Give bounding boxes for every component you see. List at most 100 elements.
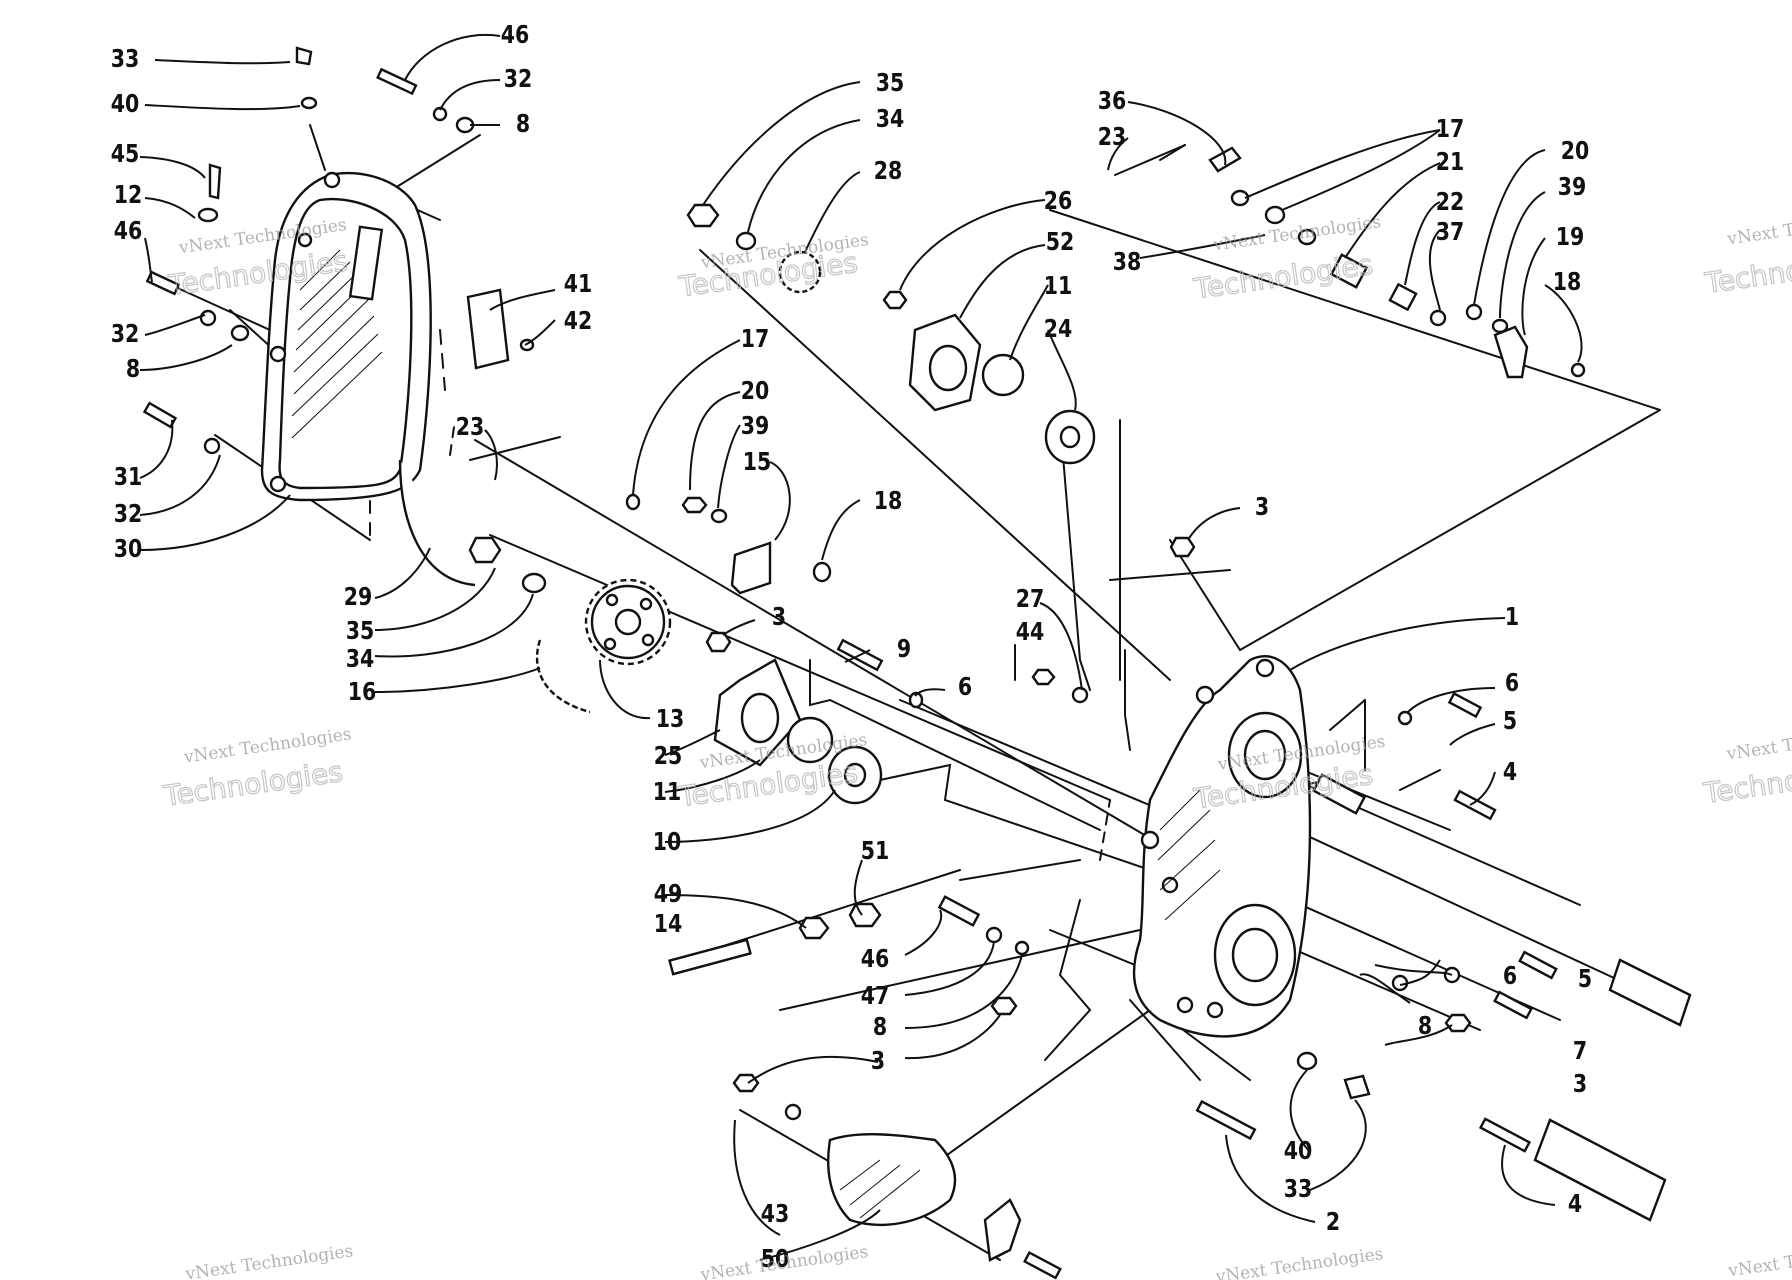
bolts-bottom [668, 638, 1558, 1153]
watermark-text: vNext Technologies [183, 1241, 354, 1280]
callout-8: 8 [126, 355, 140, 383]
callout-35: 35 [876, 69, 905, 97]
watermark-text: vNext Technologies [1214, 1244, 1385, 1280]
chain-29 [398, 459, 476, 587]
parts [142, 46, 1692, 1280]
top-right-parts [1208, 146, 1586, 379]
callout-32: 32 [504, 65, 533, 93]
watermark-text: Technologies [1191, 248, 1375, 306]
sprocket-13 [584, 578, 672, 666]
washers-nuts [468, 203, 1413, 726]
callout-19: 19 [1556, 223, 1585, 251]
chaincase-cover [260, 171, 432, 502]
callout-22: 22 [1436, 188, 1465, 216]
watermark-text: vNext Technologies [1726, 1238, 1792, 1280]
callout-4: 4 [1503, 758, 1517, 786]
callout-8: 8 [516, 110, 530, 138]
callout-39: 39 [1558, 173, 1587, 201]
small-hardware-left [142, 46, 535, 455]
callout-11: 11 [1044, 272, 1073, 300]
callout-20: 20 [741, 377, 770, 405]
callout-52: 52 [1046, 228, 1075, 256]
callout-46: 46 [861, 945, 890, 973]
callout-21: 21 [1436, 148, 1465, 176]
callout-7: 7 [1573, 1037, 1587, 1065]
callout-43: 43 [761, 1200, 790, 1228]
callout-1: 1 [1505, 603, 1519, 631]
callout-8: 8 [873, 1013, 887, 1041]
callout-26: 26 [1044, 187, 1073, 215]
callout-40: 40 [1284, 1137, 1313, 1165]
callout-47: 47 [861, 982, 890, 1010]
bracket-15 [730, 541, 772, 595]
callout-numbers: 33 40 45 12 46 32 8 31 32 30 29 35 34 16… [111, 21, 1592, 1273]
callout-16: 16 [348, 678, 377, 706]
callout-12: 12 [114, 181, 143, 209]
callout-37: 37 [1436, 218, 1465, 246]
callout-33: 33 [1284, 1175, 1313, 1203]
callout-40: 40 [111, 90, 140, 118]
callout-34: 34 [346, 645, 375, 673]
callout-17: 17 [741, 325, 770, 353]
callout-3: 3 [871, 1047, 885, 1075]
callout-44: 44 [1016, 618, 1045, 646]
callout-45: 45 [111, 140, 140, 168]
callout-2: 2 [1326, 1208, 1340, 1236]
callout-4: 4 [1568, 1190, 1582, 1218]
chain-16 [535, 639, 591, 714]
callout-38: 38 [1113, 248, 1142, 276]
callout-9: 9 [897, 635, 911, 663]
callout-41: 41 [564, 270, 593, 298]
leader-lines [139, 33, 1583, 1261]
callout-23: 23 [456, 413, 485, 441]
callout-18: 18 [874, 487, 903, 515]
callout-14: 14 [654, 910, 683, 938]
callout-32: 32 [114, 500, 143, 528]
callout-46: 46 [501, 21, 530, 49]
access-plate [466, 288, 510, 370]
callout-17: 17 [1436, 115, 1465, 143]
callout-32: 32 [111, 320, 140, 348]
callout-27: 27 [1016, 585, 1045, 613]
watermark-text: vNext Technologies [1725, 206, 1792, 249]
callout-5: 5 [1578, 965, 1592, 993]
callout-34: 34 [876, 105, 905, 133]
bottom-bracket [732, 1073, 1062, 1280]
callout-5: 5 [1503, 707, 1517, 735]
callout-50: 50 [761, 1245, 790, 1273]
callout-18: 18 [1553, 268, 1582, 296]
callout-51: 51 [861, 837, 890, 865]
callout-13: 13 [656, 705, 685, 733]
callout-24: 24 [1044, 315, 1073, 343]
callout-46: 46 [114, 217, 143, 245]
callout-42: 42 [564, 307, 593, 335]
callout-49: 49 [654, 880, 683, 908]
callout-11: 11 [653, 778, 682, 806]
callout-30: 30 [114, 535, 143, 563]
main-housing [1132, 655, 1312, 1038]
output-shafts [1533, 958, 1692, 1222]
callout-8: 8 [1418, 1012, 1432, 1040]
watermark-text: vNext Technologies [1725, 721, 1792, 764]
callout-15: 15 [743, 448, 772, 476]
callout-29: 29 [344, 583, 373, 611]
watermark-text: Technologies [1702, 242, 1792, 300]
callout-39: 39 [741, 412, 770, 440]
callout-6: 6 [1505, 669, 1519, 697]
callout-3: 3 [1255, 493, 1269, 521]
callout-10: 10 [653, 828, 682, 856]
callout-20: 20 [1561, 137, 1590, 165]
callout-6: 6 [958, 673, 972, 701]
callout-28: 28 [874, 157, 903, 185]
callout-33: 33 [111, 45, 140, 73]
callout-3: 3 [772, 603, 786, 631]
callout-36: 36 [1098, 87, 1127, 115]
callout-31: 31 [114, 463, 143, 491]
callout-25: 25 [654, 742, 683, 770]
callout-35: 35 [346, 617, 375, 645]
callout-23: 23 [1098, 123, 1127, 151]
bearing-plate-25 [713, 658, 883, 805]
callout-6: 6 [1503, 962, 1517, 990]
callout-3: 3 [1573, 1070, 1587, 1098]
